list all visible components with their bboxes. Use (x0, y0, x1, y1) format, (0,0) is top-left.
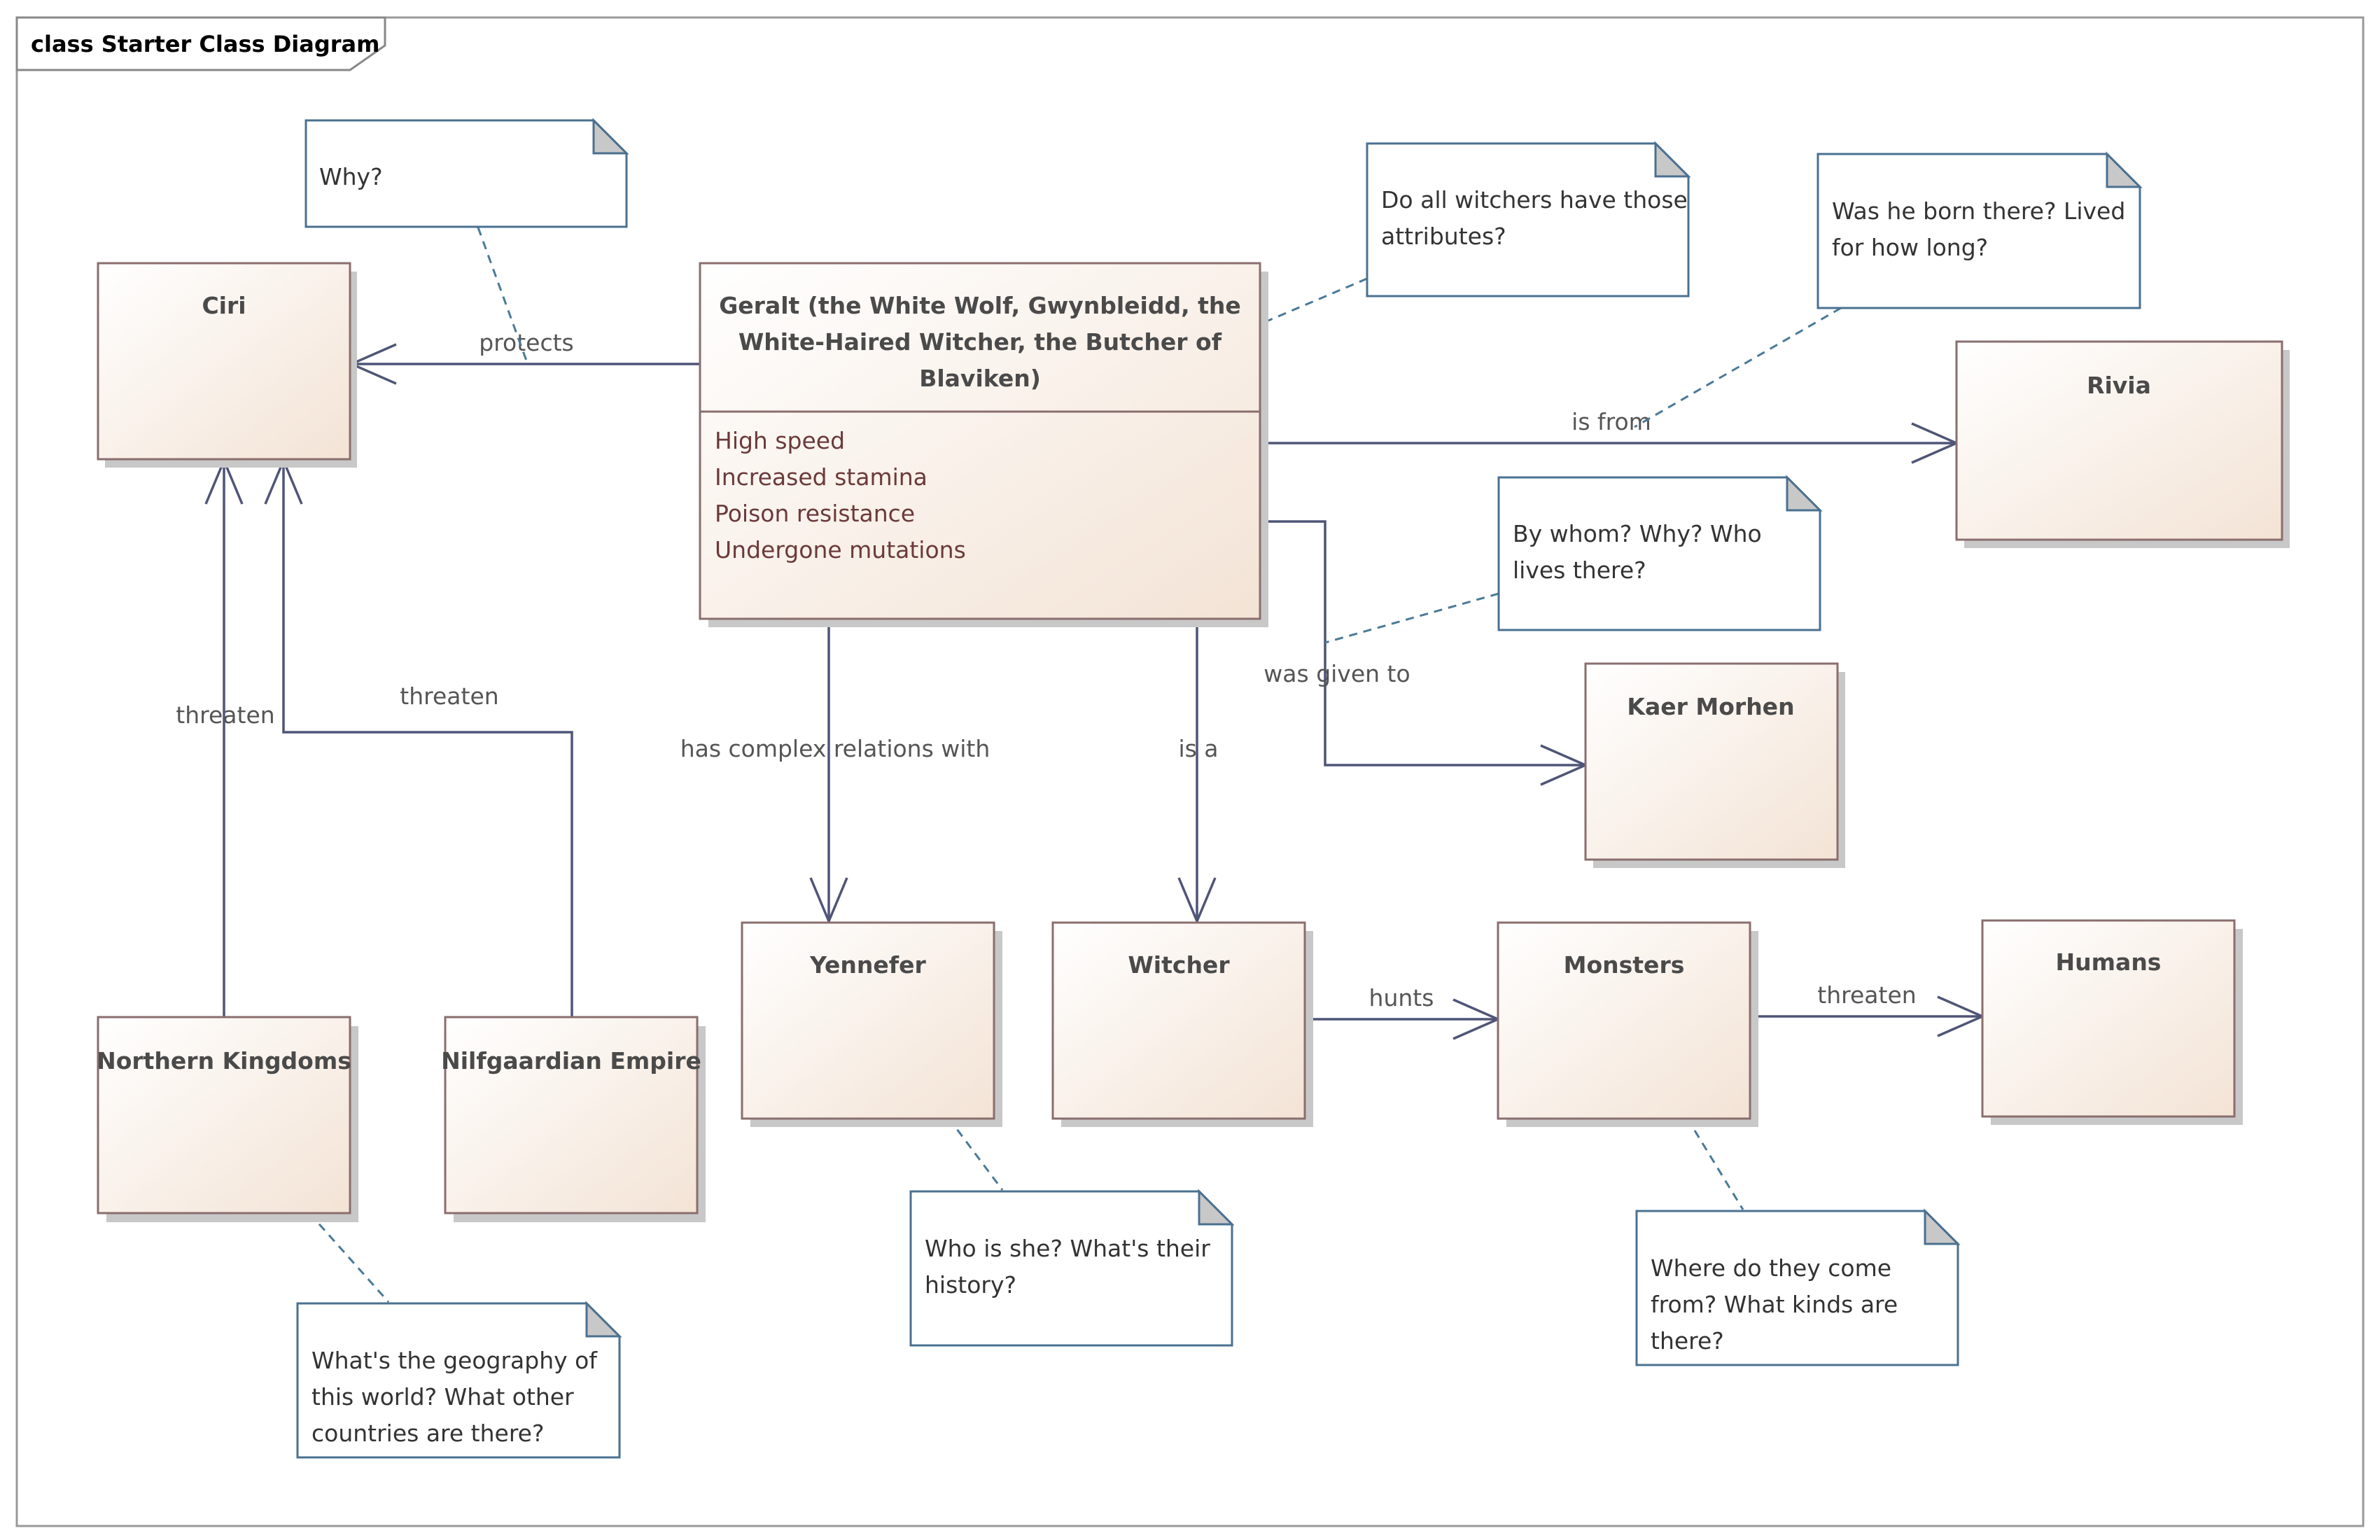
note-why-line-1: Why? (319, 163, 383, 190)
class-name-northern-kingdoms: Northern Kingdoms (97, 1047, 351, 1074)
note-yennefer[interactable]: Who is she? What's their history? (909, 1189, 1235, 1347)
class-witcher[interactable]: Witcher (1051, 921, 1313, 1127)
class-rivia[interactable]: Rivia (1955, 340, 2290, 548)
relation-monsters-threaten-humans: threaten (1750, 981, 1986, 1037)
note-link-attributes (1259, 277, 1368, 326)
diagram-title: class Starter Class Diagram (31, 31, 379, 57)
attribute-poison-resistance: Poison resistance (715, 500, 915, 527)
class-name-witcher: Witcher (1128, 951, 1230, 979)
note-link-kaer (1324, 592, 1499, 644)
note-born[interactable]: Was he born there? Lived for how long? (1816, 151, 2143, 309)
class-nilfgaardian-empire[interactable]: Nilfgaardian Empire (441, 1016, 706, 1222)
class-northern-kingdoms[interactable]: Northern Kingdoms (97, 1016, 358, 1222)
note-attributes-line-1: Do all witchers have those (1381, 186, 1688, 214)
relation-label-was-given-to: was given to (1264, 660, 1410, 687)
note-link-born (1634, 307, 1842, 428)
note-monsters-line-3: there? (1651, 1327, 1724, 1354)
relation-label-complex-relations: has complex relations with (680, 735, 990, 762)
relation-is-from: is from (1260, 408, 1960, 464)
attribute-increased-stamina: Increased stamina (715, 463, 927, 491)
relation-has-complex-relations-with: has complex relations with (680, 620, 990, 925)
note-attributes[interactable]: Do all witchers have those attributes? (1366, 141, 1691, 298)
note-link-why (477, 227, 528, 361)
relation-label-protects: protects (479, 329, 574, 356)
class-geralt[interactable]: Geralt (the White Wolf, Gwynbleidd, the … (699, 262, 1268, 627)
note-attributes-line-2: attributes? (1381, 223, 1506, 250)
note-link-monsters (1686, 1117, 1744, 1210)
note-why[interactable]: Why? (304, 118, 629, 228)
relation-label-is-from: is from (1572, 408, 1651, 435)
class-name-nilfgaardian-empire: Nilfgaardian Empire (441, 1047, 701, 1074)
relation-label-threaten-nilfgaard: threaten (400, 682, 498, 710)
attribute-undergone-mutations: Undergone mutations (715, 536, 966, 564)
note-geography-line-2: this world? What other (312, 1383, 574, 1410)
relation-is-a: is a (1177, 620, 1219, 925)
note-born-line-2: for how long? (1832, 234, 1988, 261)
note-kaer-line-2: lives there? (1513, 556, 1646, 584)
diagram-frame (15, 16, 2365, 1527)
note-link-yennefer (947, 1117, 1004, 1191)
class-humans[interactable]: Humans (1981, 919, 2243, 1125)
class-name-rivia: Rivia (2087, 372, 2151, 399)
class-name-geralt-line-3: Blaviken) (919, 365, 1041, 392)
relation-label-hunts: hunts (1369, 984, 1434, 1011)
diagram-title-tab (15, 16, 386, 71)
class-name-humans: Humans (2056, 948, 2162, 976)
note-born-line-1: Was he born there? Lived (1832, 197, 2125, 225)
attribute-high-speed: High speed (715, 427, 845, 454)
class-name-geralt-line-1: Geralt (the White Wolf, Gwynbleidd, the (719, 292, 1241, 319)
relation-nilfgaard-threaten-ciri: threaten (264, 457, 573, 1017)
note-yennefer-line-2: history? (925, 1271, 1016, 1298)
note-monsters-line-1: Where do they come (1651, 1254, 1891, 1282)
note-kaer-line-1: By whom? Why? Who (1513, 520, 1762, 547)
note-monsters[interactable]: Where do they come from? What kinds are … (1635, 1208, 1961, 1366)
class-name-geralt-line-2: White-Haired Witcher, the Butcher of (738, 328, 1222, 356)
note-geography-line-1: What's the geography of (312, 1347, 598, 1374)
note-monsters-line-2: from? What kinds are (1651, 1291, 1898, 1318)
class-name-yennefer: Yennefer (809, 951, 926, 979)
note-yennefer-line-1: Who is she? What's their (925, 1235, 1210, 1262)
class-yennefer[interactable]: Yennefer (741, 921, 1002, 1127)
relation-northern-kingdoms-threaten-ciri: threaten (176, 457, 275, 1017)
class-name-ciri: Ciri (202, 292, 246, 319)
note-geography[interactable]: What's the geography of this world? What… (296, 1301, 622, 1459)
class-name-monsters: Monsters (1564, 951, 1685, 979)
relation-label-is-a: is a (1178, 735, 1218, 762)
class-kaer-morhen[interactable]: Kaer Morhen (1584, 662, 1845, 868)
note-link-geography (308, 1212, 390, 1303)
relation-label-threaten-monsters: threaten (1817, 981, 1916, 1009)
class-name-kaer-morhen: Kaer Morhen (1627, 693, 1794, 720)
class-monsters[interactable]: Monsters (1497, 921, 1758, 1127)
note-kaer-morhen[interactable]: By whom? Why? Who lives there? (1497, 475, 1823, 631)
relation-hunts: hunts (1305, 984, 1502, 1040)
relation-label-threaten-northern: threaten (176, 701, 274, 729)
note-geography-line-3: countries are there? (312, 1420, 545, 1447)
class-ciri[interactable]: Ciri (97, 262, 357, 468)
relation-was-given-to: was given to (1260, 520, 1589, 786)
